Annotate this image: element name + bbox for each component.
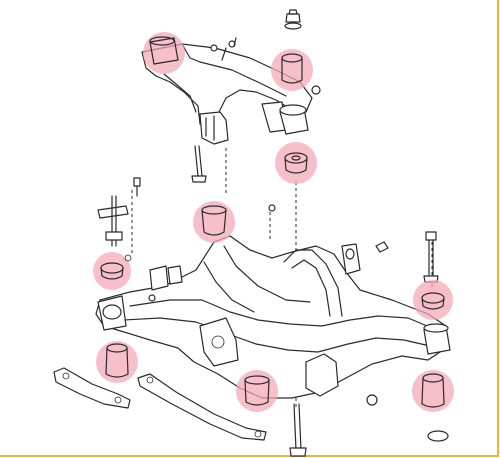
bottom-long-bolt-icon bbox=[289, 403, 307, 457]
upper-rear-sleeve-icon bbox=[279, 104, 309, 135]
right-stud-bolt-icon bbox=[423, 231, 439, 283]
stopper-cushion-left bbox=[93, 252, 132, 290]
suspension-member bbox=[95, 235, 451, 406]
left-stud-bolt-icon bbox=[97, 177, 141, 247]
upper-member-front-bushing bbox=[143, 32, 185, 74]
center-brace bbox=[137, 373, 267, 441]
suspension-member-rear-bushing bbox=[236, 370, 278, 412]
center-stud-icon bbox=[268, 204, 276, 212]
right-end-sleeve-icon bbox=[423, 323, 451, 355]
top-nut-icon bbox=[284, 9, 302, 30]
right-washer-icon bbox=[427, 430, 449, 442]
left-brace bbox=[53, 367, 131, 409]
upper-member-assembly bbox=[141, 9, 321, 196]
suspension-member-bushing-left bbox=[96, 341, 138, 383]
highlighted-bushings bbox=[93, 32, 454, 412]
suspension-member-bushing-right bbox=[412, 370, 454, 412]
stopper-cushion-right bbox=[413, 280, 453, 320]
upper-member-mount-cushion bbox=[275, 142, 317, 184]
suspension-member-front-bushing-left bbox=[193, 201, 235, 243]
upper-member-rear-bushing bbox=[271, 49, 313, 91]
upper-long-bolt-icon bbox=[191, 145, 207, 183]
